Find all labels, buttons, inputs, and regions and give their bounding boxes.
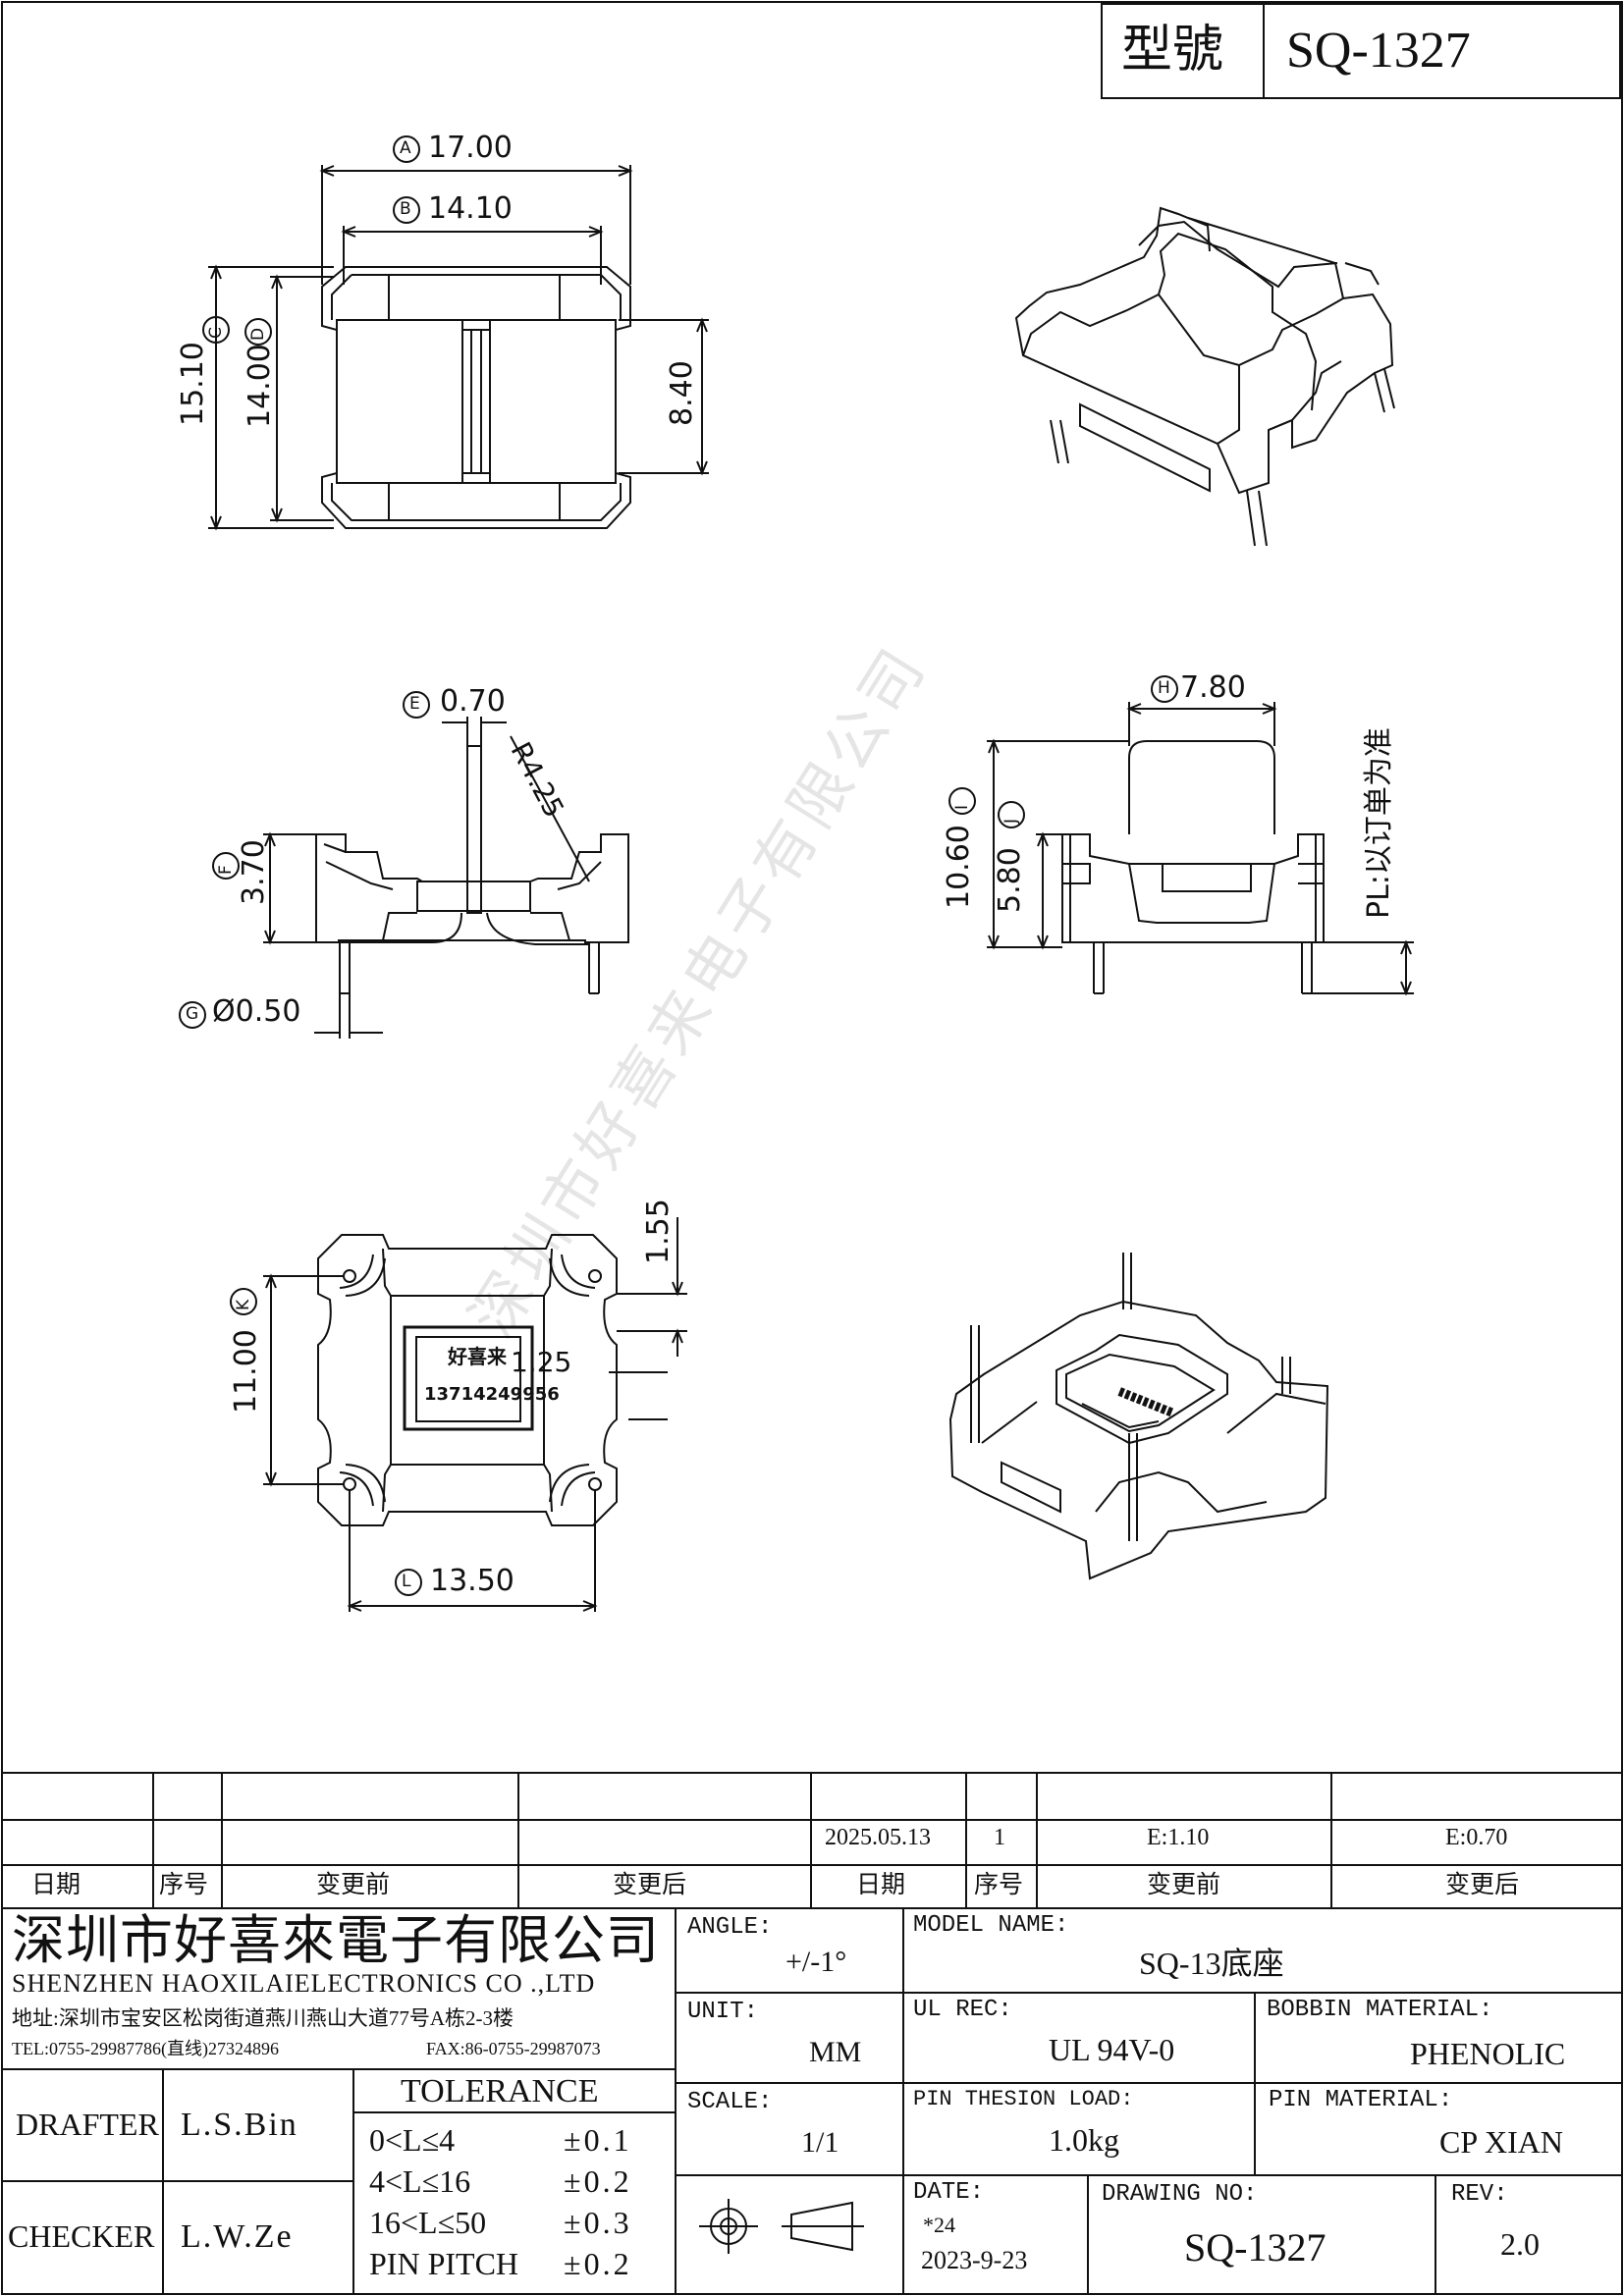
circle-letter-b: B bbox=[400, 199, 411, 219]
checker-value: L.W.Ze bbox=[181, 2218, 294, 2255]
drafter-value: L.S.Bin bbox=[181, 2107, 298, 2143]
dim-k-value: 11.00 bbox=[229, 1329, 263, 1414]
drafter-label: DRAFTER bbox=[16, 2107, 159, 2142]
rev-header-seq-2: 序号 bbox=[974, 1872, 1024, 1898]
marking-phone: 13714249956 bbox=[424, 1384, 560, 1405]
rev-header-date: 日期 bbox=[31, 1872, 81, 1898]
dim-b-value: 14.10 bbox=[428, 191, 513, 226]
model-title-value: SQ-1327 bbox=[1286, 23, 1471, 79]
rev-header-after-2: 变更后 bbox=[1445, 1872, 1520, 1898]
svg-text:▮▮▮▮▮▮▮▮▮: ▮▮▮▮▮▮▮▮▮ bbox=[1116, 1384, 1175, 1418]
rev-row2-before: E:1.10 bbox=[1147, 1825, 1210, 1850]
top-view bbox=[208, 165, 709, 531]
tolerance-range-4: PIN PITCH bbox=[369, 2246, 519, 2281]
pin-tension-label: PIN THESION LOAD: bbox=[913, 2087, 1134, 2111]
rev-row2-seq: 1 bbox=[994, 1825, 1005, 1850]
rev-value: 2.0 bbox=[1500, 2226, 1540, 2262]
model-title-label: 型號 bbox=[1121, 23, 1224, 79]
title-block-grid bbox=[2, 1772, 1622, 2294]
unit-label: UNIT: bbox=[687, 1999, 759, 2025]
circle-letter-h: H bbox=[1158, 678, 1170, 698]
bobbin-material-label: BOBBIN MATERIAL: bbox=[1267, 1997, 1493, 2023]
company-tel: TEL:0755-29987786(直线)27324896 bbox=[12, 2039, 279, 2058]
rev-header-before: 变更前 bbox=[316, 1872, 391, 1898]
ul-rec-value: UL 94V-0 bbox=[1049, 2032, 1175, 2067]
rev-label: REV: bbox=[1451, 2181, 1508, 2208]
front-view bbox=[263, 717, 629, 1039]
pl-note: PL:以订单为准 bbox=[1362, 727, 1396, 919]
tolerance-value-1: ±0.1 bbox=[564, 2122, 632, 2158]
circle-letter-j: J bbox=[1001, 818, 1021, 824]
dim-i-value: 10.60 bbox=[942, 825, 976, 909]
circle-letter-c: C bbox=[206, 327, 226, 339]
tolerance-range-3: 16<L≤50 bbox=[369, 2205, 487, 2240]
circle-letter-e: E bbox=[409, 694, 420, 714]
pin-material-value: CP XIAN bbox=[1439, 2124, 1563, 2160]
checker-label: CHECKER bbox=[8, 2218, 155, 2254]
angle-value: +/-1° bbox=[785, 1946, 847, 1978]
ul-rec-label: UL REC: bbox=[913, 1997, 1012, 2023]
date-label: DATE: bbox=[913, 2179, 985, 2206]
dim-l-value: 13.50 bbox=[430, 1564, 514, 1598]
dim-c-value: 15.10 bbox=[176, 342, 210, 426]
tolerance-range-2: 4<L≤16 bbox=[369, 2163, 471, 2199]
rev-header-after: 变更后 bbox=[613, 1872, 687, 1898]
pin-material-label: PIN MATERIAL: bbox=[1269, 2087, 1453, 2113]
dim-155-value: 1.55 bbox=[641, 1199, 676, 1264]
circle-letter-g: G bbox=[186, 1004, 199, 1024]
marking-brand: 好喜来 bbox=[448, 1345, 507, 1368]
rev-row2-date: 2025.05.13 bbox=[825, 1825, 931, 1850]
tolerance-title: TOLERANCE bbox=[401, 2073, 599, 2109]
circle-letter-a: A bbox=[400, 138, 411, 158]
tolerance-value-4: ±0.2 bbox=[564, 2246, 632, 2281]
company-address: 地址:深圳市宝安区松岗街道燕川燕山大道77号A栋2-3楼 bbox=[12, 2006, 514, 2030]
tolerance-value-2: ±0.2 bbox=[564, 2163, 632, 2199]
dim-j-value: 5.80 bbox=[993, 847, 1027, 913]
model-name-value: SQ-13底座 bbox=[1139, 1946, 1284, 1981]
scale-label: SCALE: bbox=[687, 2089, 773, 2115]
unit-value: MM bbox=[809, 2036, 862, 2068]
rev-header-before-2: 变更前 bbox=[1147, 1872, 1221, 1898]
scale-value: 1/1 bbox=[801, 2126, 839, 2159]
iso-view-top bbox=[1014, 206, 1395, 547]
rev-header-seq: 序号 bbox=[159, 1872, 209, 1898]
angle-label: ANGLE: bbox=[687, 1914, 773, 1941]
model-name-label: MODEL NAME: bbox=[913, 1912, 1069, 1939]
company-name-cn: 深圳市好喜來電子有限公司 bbox=[12, 1911, 660, 1970]
drawing-no-value: SQ-1327 bbox=[1184, 2225, 1326, 2269]
tolerance-range-1: 0<L≤4 bbox=[369, 2122, 456, 2158]
circle-letter-i: I bbox=[952, 804, 972, 810]
dim-f-value: 3.70 bbox=[237, 839, 271, 905]
rev-row2-after: E:0.70 bbox=[1445, 1825, 1508, 1850]
dim-h-value: 7.80 bbox=[1180, 670, 1246, 705]
circle-letter-k: K bbox=[234, 1299, 253, 1310]
company-fax: FAX:86-0755-29987073 bbox=[426, 2039, 601, 2058]
pin-tension-value: 1.0kg bbox=[1049, 2122, 1119, 2158]
circle-letter-d: D bbox=[248, 327, 268, 341]
model-title-box bbox=[1101, 3, 1621, 99]
iso-view-bottom: ▮▮▮▮▮▮▮▮▮ bbox=[948, 1253, 1329, 1580]
circle-letter-l: L bbox=[402, 1572, 411, 1591]
rev-header-date-2: 日期 bbox=[856, 1872, 906, 1898]
company-name-en: SHENZHEN HAOXILAIELECTRONICS CO .,LTD bbox=[12, 1969, 596, 1998]
dimension-letter-circles bbox=[179, 135, 1178, 1596]
dim-125-value: 1.25 bbox=[511, 1346, 572, 1378]
dim-840-value: 8.40 bbox=[665, 360, 699, 426]
dim-g-value: Ø0.50 bbox=[212, 994, 301, 1029]
date-note: *24 bbox=[923, 2213, 955, 2237]
drawing-no-label: DRAWING NO: bbox=[1102, 2181, 1258, 2208]
bottom-view bbox=[263, 1217, 687, 1612]
side-view bbox=[987, 702, 1414, 996]
date-value: 2023-9-23 bbox=[921, 2246, 1028, 2274]
circle-letter-f: F bbox=[216, 865, 236, 875]
tolerance-value-3: ±0.3 bbox=[564, 2205, 632, 2240]
bobbin-material-value: PHENOLIC bbox=[1410, 2036, 1566, 2071]
dim-a-value: 17.00 bbox=[428, 131, 513, 165]
dim-d-value: 14.00 bbox=[243, 344, 277, 428]
dim-e-value: 0.70 bbox=[440, 684, 506, 719]
